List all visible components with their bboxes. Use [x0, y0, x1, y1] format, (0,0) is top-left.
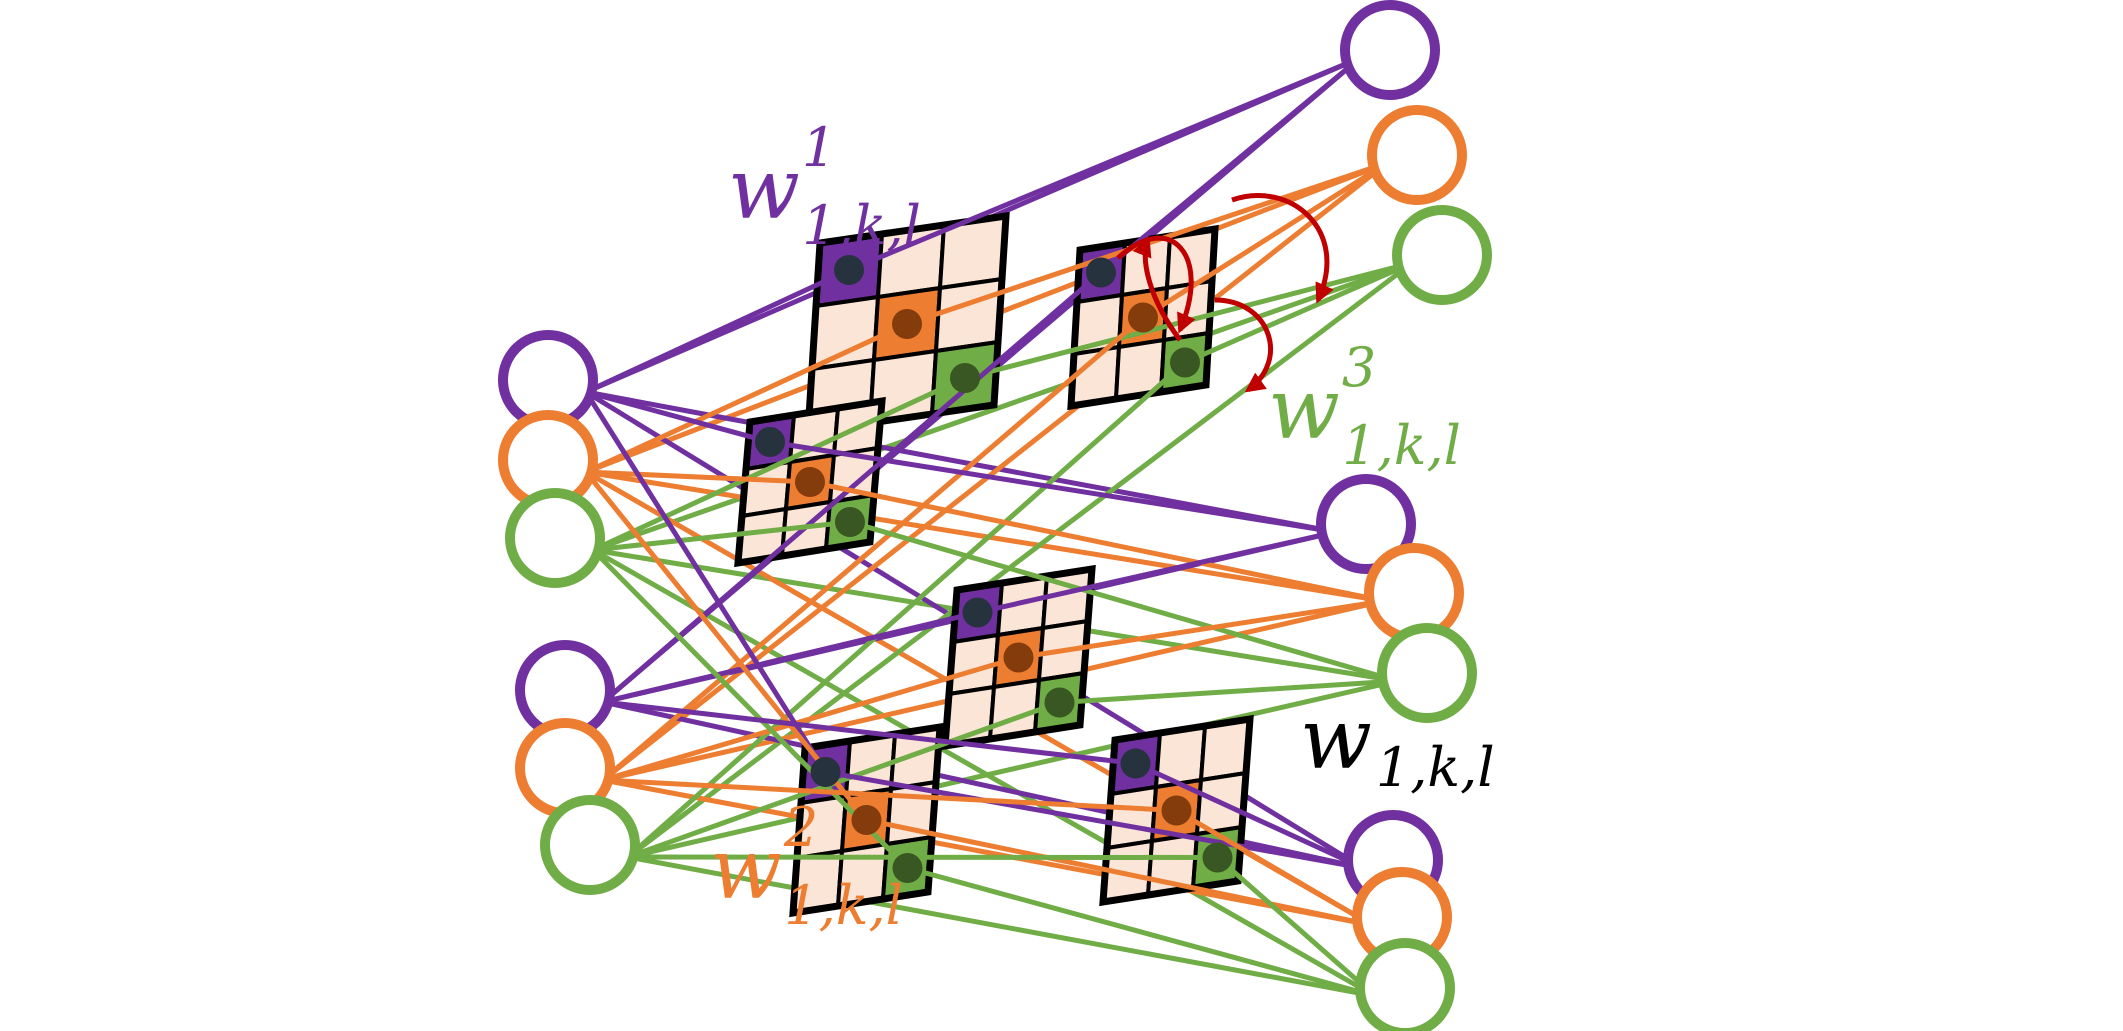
right-middle-nodes [1316, 474, 1477, 723]
kernel-dot-orange [851, 805, 882, 835]
label-w3: w3 1,k,l [1268, 336, 1461, 477]
label-w2-sup: 2 [783, 796, 818, 859]
label-w1: w1 1,k,l [728, 116, 921, 257]
label-w1-sub: 1,k,l [802, 194, 921, 257]
kernel-dot-purple [962, 597, 993, 628]
kernel-dot-orange [892, 309, 922, 339]
kernel-outline [734, 396, 886, 568]
kernel-dot-orange [1003, 642, 1034, 673]
kernel-dot-purple [1086, 257, 1116, 288]
connection-line-orange [601, 161, 1389, 782]
label-w-sub: 1,k,l [1376, 736, 1495, 799]
kernel-dot-green [1202, 842, 1233, 873]
kernel-dot-purple [834, 255, 864, 285]
node-green [1355, 938, 1455, 1031]
right-bottom-nodes [1343, 810, 1455, 1031]
label-w2-sub: 1,k,l [784, 874, 903, 937]
kernel-center [941, 564, 1096, 751]
kernel-dot-purple [755, 427, 785, 457]
label-w-base: w [1300, 690, 1372, 788]
neuron-nodes [498, 0, 1492, 1031]
node-green [505, 488, 605, 588]
shift-arrow [1231, 193, 1334, 304]
kernel-dot-green [892, 853, 923, 883]
label-w3-sup: 3 [1342, 336, 1376, 399]
label-w3-base: w [1268, 360, 1340, 458]
kernel-dot-purple [810, 757, 841, 787]
node-orange [1367, 105, 1467, 205]
label-w2-base: w [710, 820, 782, 918]
kernel-dot-green [1044, 687, 1075, 718]
node-orange [1364, 543, 1464, 643]
label-w2: w2 1,k,l [710, 796, 903, 937]
right-top-nodes [1340, 0, 1492, 305]
kernel-dot-green [1170, 347, 1200, 378]
left-upper-nodes [498, 330, 605, 588]
label-w3-sub: 1,k,l [1342, 414, 1461, 477]
label-w1-base: w [728, 140, 800, 238]
node-green [1392, 205, 1492, 305]
kernel-cell [934, 277, 1004, 353]
node-purple [1340, 0, 1440, 100]
shift-arrow [1214, 297, 1274, 393]
connection-line-green [627, 678, 1398, 860]
shift-arrows [1116, 193, 1334, 393]
connection-line-green [592, 260, 1413, 553]
shift-arrow [1132, 236, 1183, 342]
left-lower-nodes [515, 640, 640, 895]
kernel-dot-orange [1128, 302, 1158, 333]
label-w: w1,k,l [1300, 690, 1495, 799]
label-w1-sup: 1 [802, 116, 836, 179]
kernel-dot-orange [795, 467, 825, 497]
kernel-dot-purple [1120, 748, 1151, 779]
node-green [540, 795, 640, 895]
connection-line-green [627, 854, 1376, 999]
kernel-connections [583, 55, 1414, 999]
kernel-dot-green [950, 363, 980, 393]
kernel-outline [1099, 714, 1254, 907]
kernel-cell [810, 295, 880, 371]
connection-line-green [626, 261, 1414, 859]
kernel-dot-green [835, 507, 865, 537]
node-green [1377, 623, 1477, 723]
kernel-outline [941, 564, 1096, 751]
node-purple [1316, 474, 1416, 574]
kernel-dot-orange [1161, 795, 1192, 826]
